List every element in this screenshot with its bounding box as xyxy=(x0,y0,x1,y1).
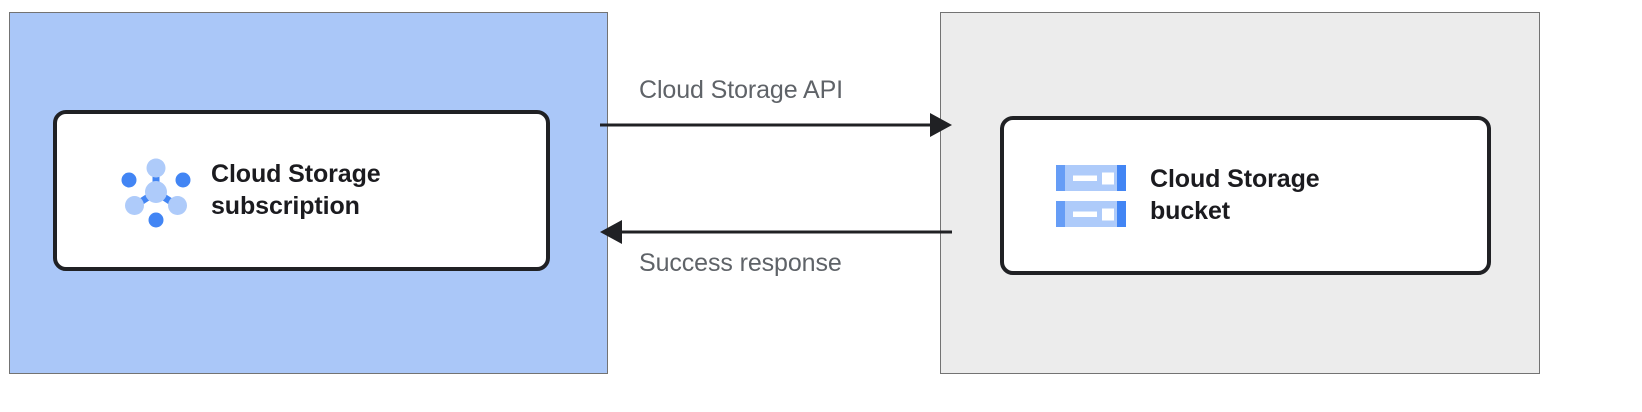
subscription-node-label: Cloud Storage subscription xyxy=(211,160,381,220)
cloud-storage-bucket-node[interactable]: Cloud Storage bucket xyxy=(1000,116,1491,275)
bucket-node-label: Cloud Storage bucket xyxy=(1150,165,1320,225)
cloud-storage-subscription-node[interactable]: Cloud Storage subscription xyxy=(53,110,550,271)
connector-cloud-storage-api xyxy=(600,113,952,137)
edge-label-success-response: Success response xyxy=(639,249,842,277)
connector-success-response xyxy=(600,220,952,244)
cloud-storage-bucket-icon xyxy=(1056,164,1126,227)
edge-label-cloud-storage-api: Cloud Storage API xyxy=(639,76,843,104)
pubsub-subscription-icon xyxy=(119,154,193,228)
